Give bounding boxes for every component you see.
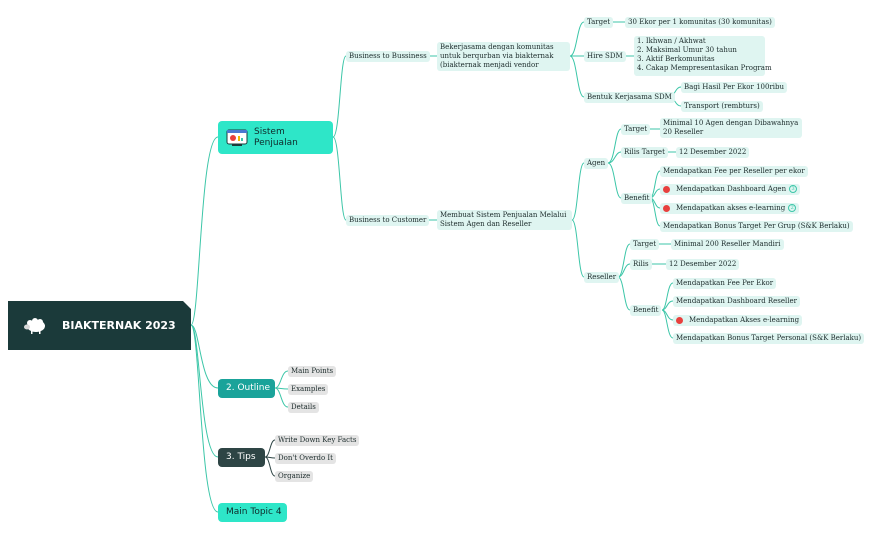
topic-label: 3. Tips [226, 452, 256, 462]
agen-benefit-label[interactable]: Benefit [621, 193, 653, 204]
red-marker-icon [663, 204, 670, 212]
reseller-target-label[interactable]: Target [630, 239, 660, 250]
topic-label: Main Topic 4 [226, 507, 282, 517]
topic-label: 2. Outline [226, 383, 271, 393]
b2b-hire-label[interactable]: Hire SDM [584, 51, 626, 62]
b2b-node[interactable]: Business to Bussiness [346, 51, 430, 62]
comment-count-icon[interactable]: 2 [788, 204, 797, 212]
tips-item-1[interactable]: Write Down Key Facts [275, 435, 360, 446]
reseller-benefit-4[interactable]: Mendapatkan Bonus Target Personal (S&K B… [673, 333, 865, 344]
reseller-benefit-3[interactable]: Mendapatkan Akses e-learning [673, 315, 803, 326]
b2c-description[interactable]: Membuat Sistem Penjualan Melalui Sistem … [437, 210, 572, 230]
b2b-target-label[interactable]: Target [584, 17, 614, 28]
b2c-node[interactable]: Business to Customer [346, 215, 430, 226]
list-item: 4. Cakap Mempresentasikan Program [637, 64, 772, 72]
reseller-benefit-label[interactable]: Benefit [630, 305, 662, 316]
tips-item-2[interactable]: Don't Overdo It [275, 453, 336, 464]
reseller-benefit-2[interactable]: Mendapatkan Dashboard Reseller [673, 296, 801, 307]
benefit-text: Mendapatkan Akses e-learning [689, 316, 800, 324]
agen-rilis-value[interactable]: 12 Desember 2022 [676, 147, 750, 158]
reseller-rilis-value[interactable]: 12 Desember 2022 [666, 259, 740, 270]
root-label: BIAKTERNAK 2023 [62, 319, 176, 332]
outline-item-3[interactable]: Details [288, 402, 319, 413]
b2b-bentuk-item-2[interactable]: Transport (rembturs) [681, 101, 763, 112]
list-item: 2. Maksimal Umur 30 tahun [637, 46, 737, 54]
root-topic[interactable]: BIAKTERNAK 2023 [8, 301, 191, 350]
tips-item-3[interactable]: Organize [275, 471, 314, 482]
red-marker-icon [676, 316, 683, 324]
b2b-bentuk-item-1[interactable]: Bagi Hasil Per Ekor 100ribu [681, 82, 788, 93]
topic-sistem-penjualan[interactable]: Sistem Penjualan [218, 121, 333, 154]
red-marker-icon [663, 185, 670, 193]
benefit-text: Mendapatkan akses e-learning [676, 204, 786, 212]
b2b-description[interactable]: Bekerjasama dengan komunitas untuk berqu… [437, 42, 570, 71]
fold-corner [183, 301, 191, 309]
agen-node[interactable]: Agen [584, 158, 609, 169]
reseller-node[interactable]: Reseller [584, 272, 620, 283]
b2b-bentuk-label[interactable]: Bentuk Kerjasama SDM [584, 92, 675, 103]
reseller-rilis-label[interactable]: Rilis [630, 259, 652, 270]
outline-item-2[interactable]: Examples [288, 384, 329, 395]
benefit-text: Mendapatkan Dashboard Agen [676, 185, 787, 193]
comment-count-icon[interactable]: 3 [789, 185, 798, 193]
reseller-target-value[interactable]: Minimal 200 Reseller Mandiri [671, 239, 784, 250]
topic-label: Sistem Penjualan [254, 126, 298, 148]
b2b-hire-list[interactable]: 1. Ikhwan / Akhwat 2. Maksimal Umur 30 t… [634, 36, 772, 76]
sheep-icon [22, 317, 48, 335]
dashboard-icon [226, 129, 248, 147]
agen-benefit-4[interactable]: Mendapatkan Bonus Target Per Grup (S&K B… [660, 221, 853, 232]
list-item: 3. Aktif Berkomunitas [637, 55, 715, 63]
b2b-target-value[interactable]: 30 Ekor per 1 komunitas (30 komunitas) [625, 17, 775, 28]
outline-item-1[interactable]: Main Points [288, 366, 337, 377]
agen-benefit-1[interactable]: Mendapatkan Fee per Reseller per ekor [660, 166, 808, 177]
topic-tips[interactable]: 3. Tips [218, 448, 265, 467]
agen-target-value[interactable]: Minimal 10 Agen dengan Dibawahnya 20 Res… [660, 118, 802, 138]
agen-rilis-label[interactable]: Rilis Target [621, 147, 668, 158]
list-item: 1. Ikhwan / Akhwat [637, 37, 706, 45]
reseller-benefit-1[interactable]: Mendapatkan Fee Per Ekor [673, 278, 777, 289]
topic-main-topic-4[interactable]: Main Topic 4 [218, 503, 287, 522]
topic-outline[interactable]: 2. Outline [218, 379, 275, 398]
agen-target-label[interactable]: Target [621, 124, 651, 135]
